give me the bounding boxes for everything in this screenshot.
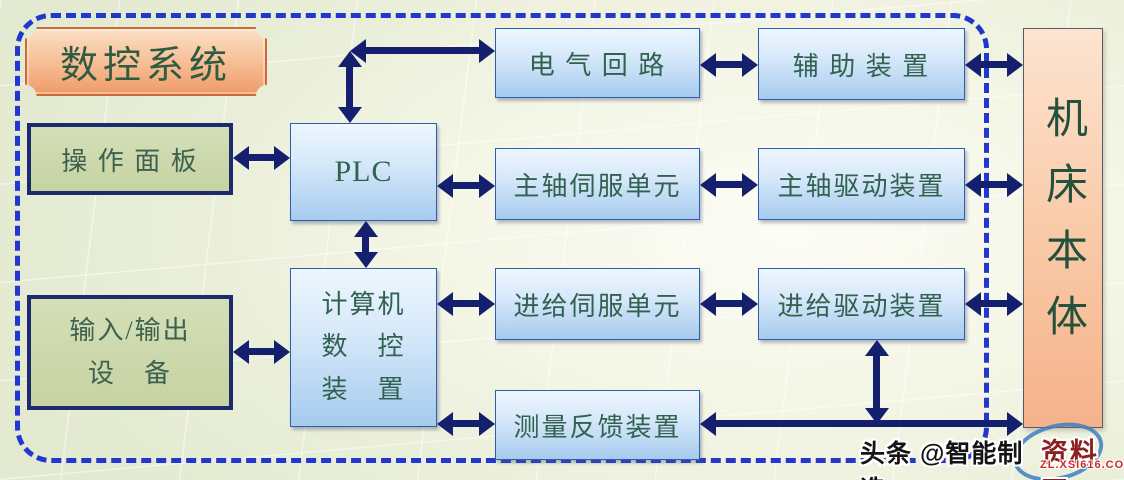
arrow-panel-plc (248, 154, 275, 161)
plc-box: PLC (290, 123, 437, 221)
measure-feedback-box: 测量反馈装置 (495, 390, 700, 460)
arrow-cnc-feedback (452, 420, 480, 427)
io-device-line1: 输入/输出 (69, 316, 191, 346)
arrow-plc-spindle-servo (452, 182, 480, 189)
cnc-unit-label: 计算机 数 控 装 置 (321, 284, 405, 410)
spindle-drive-label: 主轴驱动装置 (777, 171, 946, 201)
watermark: 头条 @智能制造 资料网 (860, 431, 1124, 480)
cnc-system-title-plaque: 数控系统 (25, 27, 267, 96)
arrow-feedback-machine (715, 420, 1008, 427)
feed-servo-unit-label: 进给伺服单元 (513, 291, 682, 321)
arrow-cnc-feed-servo (452, 300, 480, 307)
spindle-servo-unit-label: 主轴伺服单元 (513, 171, 682, 201)
feed-drive-box: 进给驱动装置 (758, 268, 965, 340)
electric-circuit-box: 电 气 回 路 (495, 28, 700, 98)
arrow-io-cnc (248, 348, 275, 355)
io-device-line2: 设 备 (87, 358, 172, 388)
watermark-brand: 资料网 (1040, 438, 1099, 480)
operation-panel-label: 操 作 面 板 (61, 146, 199, 176)
cnc-unit-line1: 计算机 (321, 290, 406, 320)
arrow-auxiliary-machine (980, 61, 1008, 68)
arrow-plc-circuit-horizontal (365, 47, 480, 54)
feed-drive-label: 进给驱动装置 (777, 291, 946, 321)
arrow-spindle-drive-machine (980, 181, 1008, 188)
cnc-system-title: 数控系统 (59, 45, 232, 87)
machine-body-label: 机床本体 (1039, 96, 1086, 360)
arrow-feed-drive-machine (980, 300, 1008, 307)
watermark-prefix: 头条 @智能制造 (860, 440, 1024, 480)
auxiliary-device-label: 辅 助 装 置 (792, 51, 931, 81)
cnc-system-boundary (15, 13, 989, 463)
arrow-spindle-servo-drive (715, 181, 743, 188)
electric-circuit-label: 电 气 回 路 (528, 50, 667, 80)
io-device-label: 输入/输出 设 备 (69, 310, 190, 394)
auxiliary-device-box: 辅 助 装 置 (758, 28, 965, 100)
arrow-feed-drive-junction (873, 355, 880, 409)
machine-body-box: 机床本体 (1023, 28, 1103, 428)
io-device-box: 输入/输出 设 备 (27, 295, 233, 410)
arrow-plc-circuit-vertical (346, 66, 353, 108)
plc-label: PLC (334, 155, 393, 188)
arrow-circuit-auxiliary (715, 61, 743, 68)
watermark-url: ZL.XSI616.COM (1040, 459, 1124, 471)
operation-panel-box: 操 作 面 板 (27, 123, 233, 195)
cnc-unit-box: 计算机 数 控 装 置 (290, 268, 437, 427)
spindle-servo-unit-box: 主轴伺服单元 (495, 148, 700, 220)
cnc-unit-line2: 数 控 (321, 332, 406, 362)
feed-servo-unit-box: 进给伺服单元 (495, 268, 700, 340)
measure-feedback-label: 测量反馈装置 (513, 412, 682, 442)
arrow-plc-cnc (362, 236, 369, 253)
arrow-feed-servo-drive (715, 300, 743, 307)
cnc-unit-line3: 装 置 (321, 374, 406, 404)
spindle-drive-box: 主轴驱动装置 (758, 148, 965, 220)
